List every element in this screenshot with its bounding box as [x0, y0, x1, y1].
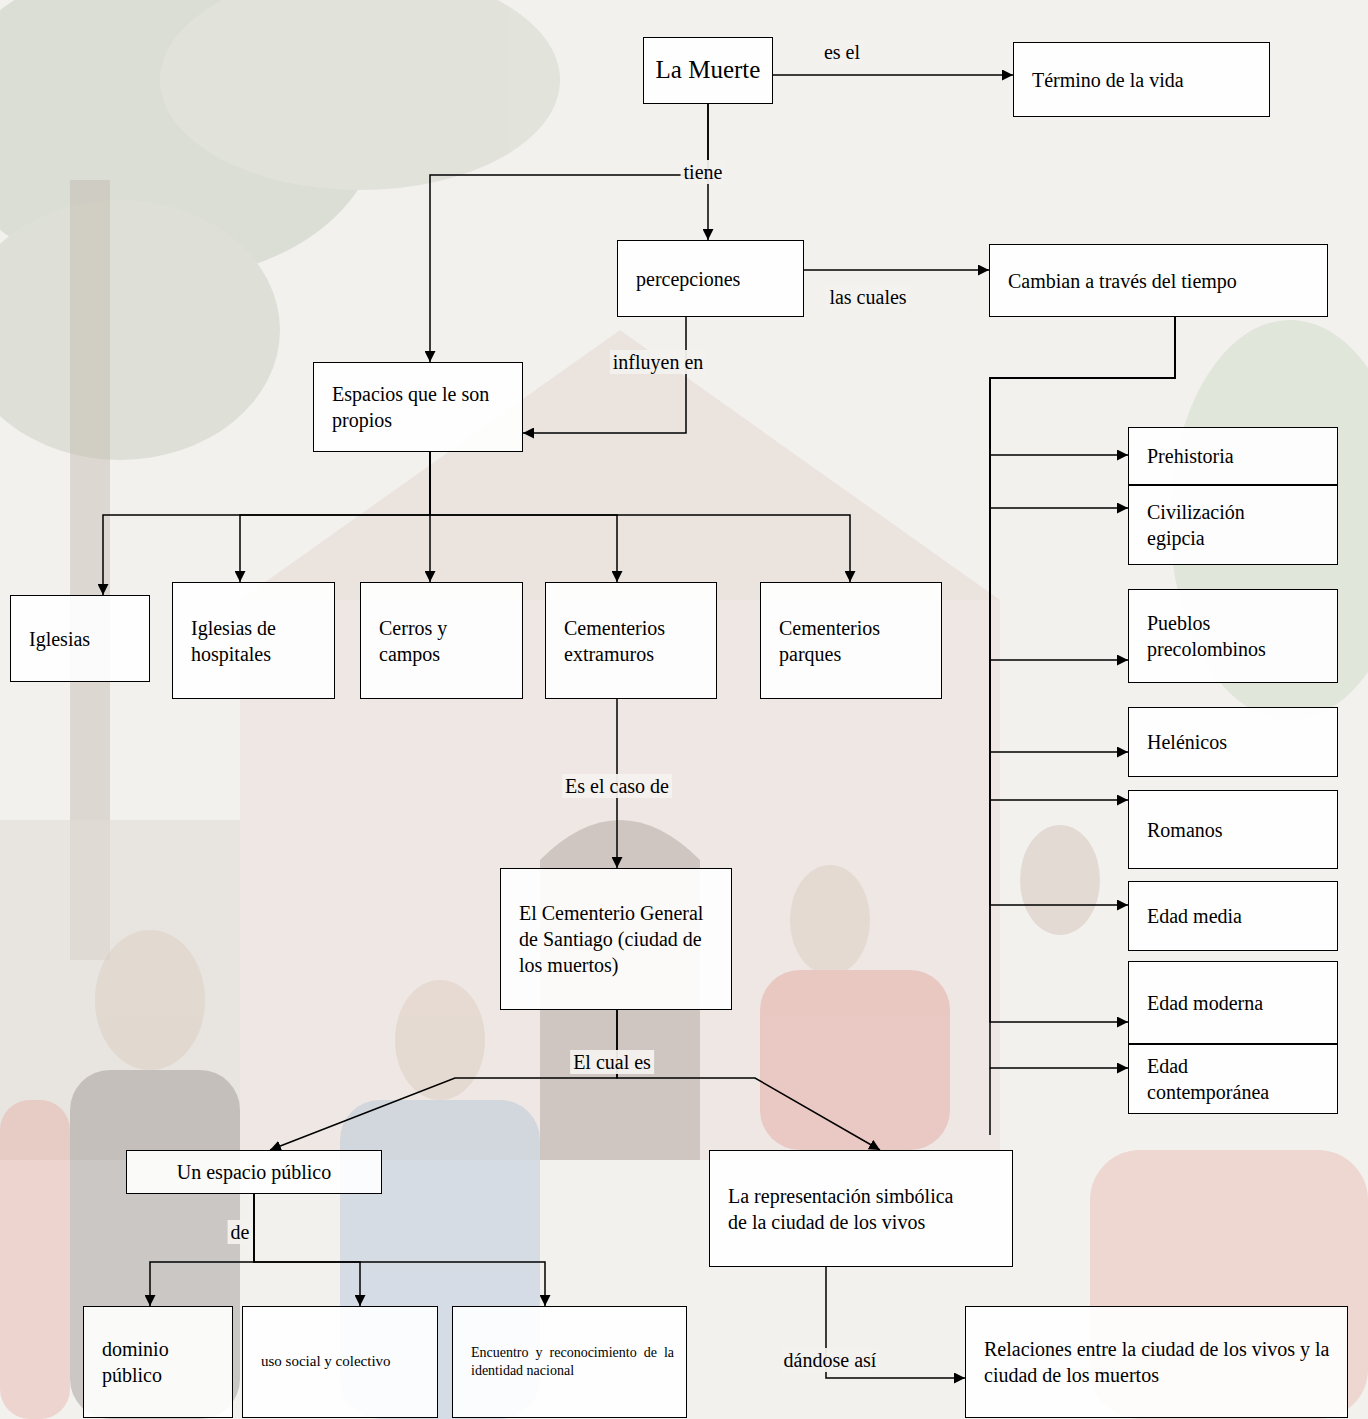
concept-box: uso social y colectivo	[242, 1306, 438, 1418]
concept-box: Cementerios extramuros	[545, 582, 717, 699]
foliage	[160, 0, 560, 190]
concept-box: Iglesias de hospitales	[172, 582, 335, 699]
concept-text: El Cementerio General de Santiago (ciuda…	[519, 900, 719, 978]
foliage	[0, 200, 280, 460]
connector-arrow	[254, 1194, 545, 1306]
concept-text: Espacios que le son propios	[332, 381, 510, 433]
visitors	[0, 825, 1368, 1419]
concept-box: Término de la vida	[1013, 42, 1270, 117]
chapel	[0, 330, 1000, 1160]
connector-label: influyen en	[610, 350, 707, 374]
concept-text: Iglesias de hospitales	[191, 615, 322, 667]
concept-text: Relaciones entre la ciudad de los vivos …	[984, 1336, 1335, 1388]
connector-label: dándose así	[781, 1348, 880, 1372]
connector-arrow	[103, 452, 430, 595]
concept-text: Pueblos precolombinos	[1147, 610, 1297, 662]
concept-box: Un espacio público	[126, 1150, 382, 1194]
connector-label: tiene	[681, 160, 726, 184]
concept-box: Cambian a través del tiempo	[989, 244, 1328, 317]
concept-text: Edad moderna	[1147, 990, 1325, 1016]
concept-text: Cerros y campos	[379, 615, 510, 667]
connector-label: El cual es	[570, 1050, 654, 1074]
concept-box: El Cementerio General de Santiago (ciuda…	[500, 868, 732, 1010]
visitor-head	[395, 980, 485, 1100]
connector-arrow	[254, 1194, 360, 1306]
visitor-head	[95, 930, 205, 1070]
concept-box: Edad contemporánea	[1128, 1044, 1338, 1114]
concept-box: percepciones	[617, 240, 804, 317]
concept-box: Romanos	[1128, 790, 1338, 869]
concept-box: Edad moderna	[1128, 961, 1338, 1044]
concept-box: La representación simbólica de la ciudad…	[709, 1150, 1013, 1267]
concept-box: Prehistoria	[1128, 427, 1338, 485]
concept-text: Cambian a través del tiempo	[1008, 268, 1315, 294]
concept-text: Edad contemporánea	[1147, 1053, 1297, 1105]
connector-arrow	[617, 1010, 880, 1150]
connector-arrow	[430, 104, 708, 362]
connector-arrow	[240, 452, 430, 582]
connector-arrow	[773, 74, 1013, 76]
concept-text: La Muerte	[654, 54, 762, 87]
concept-box: Relaciones entre la ciudad de los vivos …	[965, 1306, 1348, 1418]
connector-label: Es el caso de	[562, 774, 672, 798]
concept-box: Helénicos	[1128, 707, 1338, 777]
concept-text: Cementerios extramuros	[564, 615, 704, 667]
chapel-gable	[240, 330, 1000, 600]
concept-box: Pueblos precolombinos	[1128, 589, 1338, 683]
visitor-head	[790, 865, 870, 975]
concept-box: Encuentro y reconocimiento de la identid…	[452, 1306, 687, 1418]
visitor-head	[1020, 825, 1100, 935]
concept-box: Civilización egipcia	[1128, 485, 1338, 565]
connector-label: de	[228, 1220, 253, 1244]
connector-label: las cuales	[826, 285, 909, 309]
visitor-body	[70, 1070, 240, 1419]
bus-tail-line	[989, 1068, 991, 1135]
visitor-body	[0, 1100, 70, 1419]
concept-text: Un espacio público	[137, 1159, 371, 1185]
concept-box: Cerros y campos	[360, 582, 523, 699]
visitor-body	[760, 970, 950, 1150]
tree-foliage	[0, 0, 1368, 720]
connector-arrow	[150, 1194, 254, 1306]
connector-arrow	[523, 317, 686, 433]
concept-text: Encuentro y reconocimiento de la identid…	[471, 1344, 674, 1380]
connector-arrow	[430, 452, 850, 582]
connector-label: es el	[821, 40, 863, 64]
concept-text: dominio público	[102, 1336, 220, 1388]
concept-text: Helénicos	[1147, 729, 1325, 755]
concept-box: Edad media	[1128, 881, 1338, 951]
concept-box: dominio público	[83, 1306, 233, 1418]
concept-text: percepciones	[636, 266, 791, 292]
concept-text: Iglesias	[29, 626, 137, 652]
concept-box: Espacios que le son propios	[313, 362, 523, 452]
concept-box: Iglesias	[10, 595, 150, 682]
concept-text: Prehistoria	[1147, 443, 1325, 469]
concept-text: Civilización egipcia	[1147, 499, 1287, 551]
concept-text: uso social y colectivo	[261, 1352, 425, 1372]
concept-text: Cementerios parques	[779, 615, 929, 667]
concept-box: La Muerte	[643, 37, 773, 104]
concept-text: La representación simbólica de la ciudad…	[728, 1183, 973, 1235]
connector-arrow	[270, 1010, 617, 1150]
concept-text: Término de la vida	[1032, 67, 1257, 93]
connector-arrow	[430, 452, 617, 582]
concept-text: Romanos	[1147, 817, 1325, 843]
concept-box: Cementerios parques	[760, 582, 942, 699]
connector-arrow	[804, 269, 989, 271]
concept-text: Edad media	[1147, 903, 1325, 929]
